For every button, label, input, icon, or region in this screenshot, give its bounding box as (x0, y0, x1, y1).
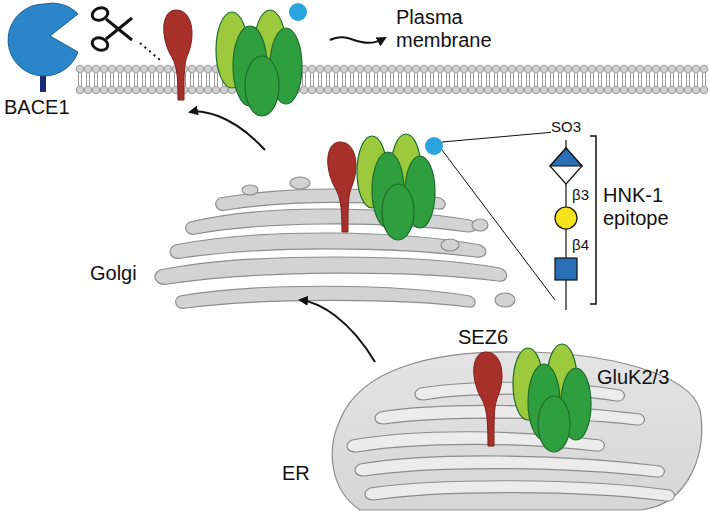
hnk1-glycan (550, 136, 596, 310)
glycan-dot (289, 3, 307, 21)
protein-label: SEZ6 (458, 326, 508, 349)
sez6-protein (328, 142, 356, 232)
gluk-receptor (357, 134, 435, 240)
arrow (330, 37, 385, 43)
leader-line (442, 132, 555, 142)
sez6-protein (474, 352, 502, 446)
enzyme-label: BACE1 (4, 96, 70, 119)
linkage-label: β3 (572, 186, 589, 203)
organelle-label: Golgi (90, 262, 137, 285)
sulfate-label: SO3 (551, 118, 581, 135)
lipid-bilayer (76, 65, 708, 94)
golgi-apparatus (155, 177, 515, 308)
glycan-dot (425, 137, 443, 155)
linkage-label: β4 (572, 236, 589, 253)
bace1-enzyme (8, 3, 78, 92)
leader-line (442, 150, 555, 300)
scissors-icon (90, 6, 160, 60)
sez6-protein (164, 10, 192, 100)
protein-label: GluK2/3 (597, 366, 669, 389)
arrow (300, 300, 375, 362)
gluk-receptor (216, 10, 302, 116)
arrow (190, 111, 265, 150)
membrane-label: Plasma membrane (396, 6, 506, 52)
gluk-receptor (513, 344, 591, 452)
organelle-label: ER (282, 462, 310, 485)
epitope-label: HNK-1 epitope (603, 184, 693, 230)
